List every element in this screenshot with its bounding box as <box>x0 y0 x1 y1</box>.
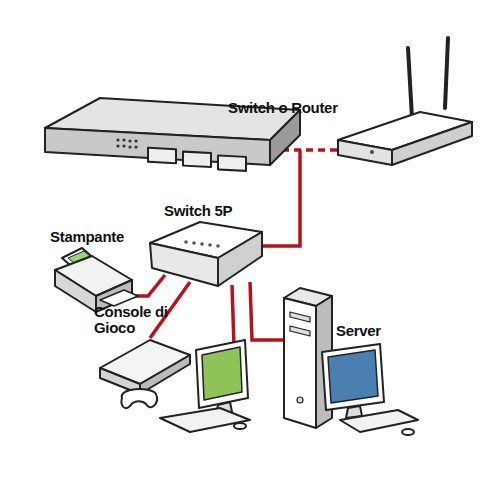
wireless-router <box>338 38 472 165</box>
server-tower <box>284 288 418 435</box>
game-console <box>100 340 190 408</box>
device-label: Stampante <box>50 229 124 245</box>
server-wire <box>250 282 284 340</box>
device-label: Switch 5P <box>164 203 232 219</box>
device-label: Switch o Router <box>228 100 338 116</box>
device-label: Server <box>336 323 381 339</box>
desktop-pc <box>160 340 250 432</box>
printer <box>55 248 138 312</box>
five-port-switch <box>150 222 262 286</box>
pc-wire <box>232 285 234 346</box>
device-label: Console di Gioco <box>94 304 172 336</box>
